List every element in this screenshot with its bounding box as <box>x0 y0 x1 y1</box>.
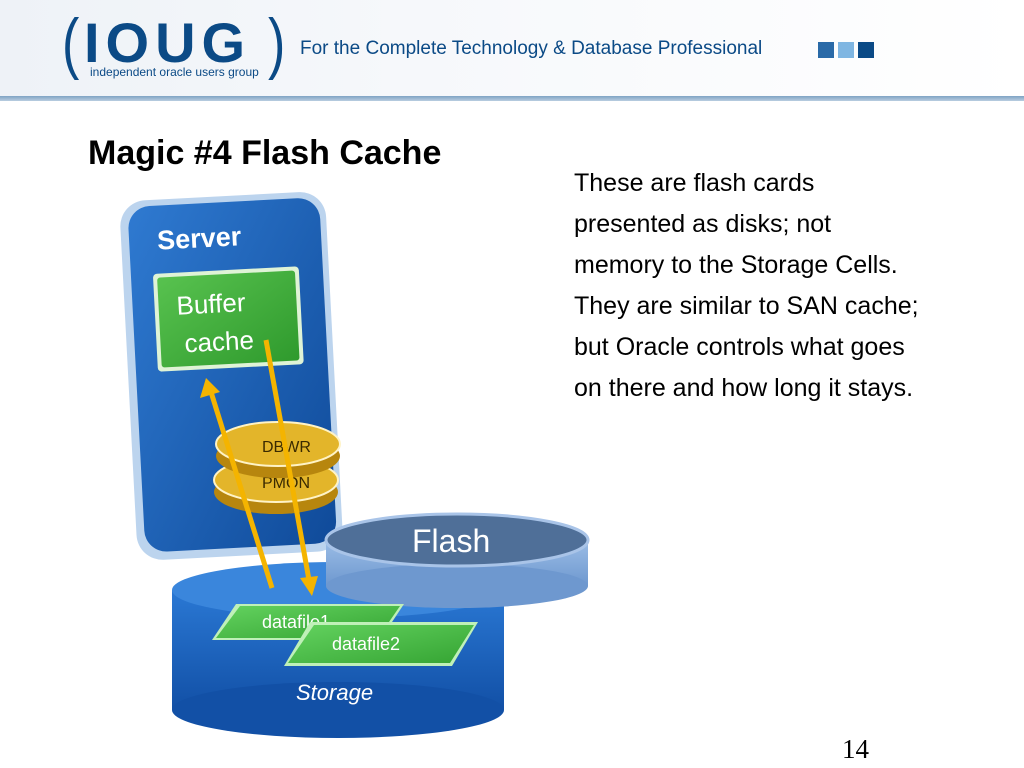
body-line: These are flash cards <box>574 169 815 197</box>
process-discs: PMON DBWR <box>213 421 341 514</box>
body-line: but Oracle controls what goes <box>574 333 905 361</box>
read-arrow-head <box>200 378 220 398</box>
storage-bottom <box>172 682 504 738</box>
flash-bottom <box>326 564 588 608</box>
logo-right-bracket: ) <box>268 6 286 82</box>
buffer-cache-box <box>157 270 300 368</box>
body-line: on there and how long it stays. <box>574 374 914 402</box>
ioug-logo: ( IOUG ) independent oracle users group <box>62 10 292 84</box>
square-3 <box>858 42 874 58</box>
read-arrow-line <box>208 391 275 589</box>
header-tagline: For the Complete Technology & Database P… <box>300 38 763 59</box>
logo-subtitle: independent oracle users group <box>90 65 259 79</box>
dbwr-disc <box>215 421 341 467</box>
buffer-cache-label-2: cache <box>184 325 255 359</box>
flash-top <box>324 512 590 568</box>
datafile2-label: datafile2 <box>332 634 400 654</box>
server-label: Server <box>156 221 242 255</box>
body-line: memory to the Storage Cells. <box>574 251 898 279</box>
slide-body-text: These are flash cards presented as disks… <box>574 163 994 409</box>
square-1 <box>818 42 834 58</box>
flash-label: Flash <box>412 523 490 559</box>
pmon-label: PMON <box>262 475 310 492</box>
slide-title: Magic #4 Flash Cache <box>88 134 442 172</box>
datafile2-shape <box>288 625 474 663</box>
datafiles: datafile1 datafile2 <box>212 604 478 666</box>
io-arrows <box>200 339 318 596</box>
logo-left-bracket: ( <box>62 6 80 82</box>
square-2 <box>838 42 854 58</box>
logo-text: IOUG <box>84 11 252 74</box>
flash-disk: Flash <box>324 512 590 608</box>
body-line: presented as disks; not <box>574 210 832 238</box>
header-rule <box>0 96 1024 101</box>
tagline-squares <box>818 42 878 60</box>
storage-label: Storage <box>296 680 373 705</box>
body-line: They are similar to SAN cache; <box>574 292 919 320</box>
write-arrow-head <box>300 576 318 596</box>
write-arrow-line <box>263 339 312 581</box>
page-number: 14 <box>842 734 869 764</box>
buffer-cache-label-1: Buffer <box>176 287 247 321</box>
